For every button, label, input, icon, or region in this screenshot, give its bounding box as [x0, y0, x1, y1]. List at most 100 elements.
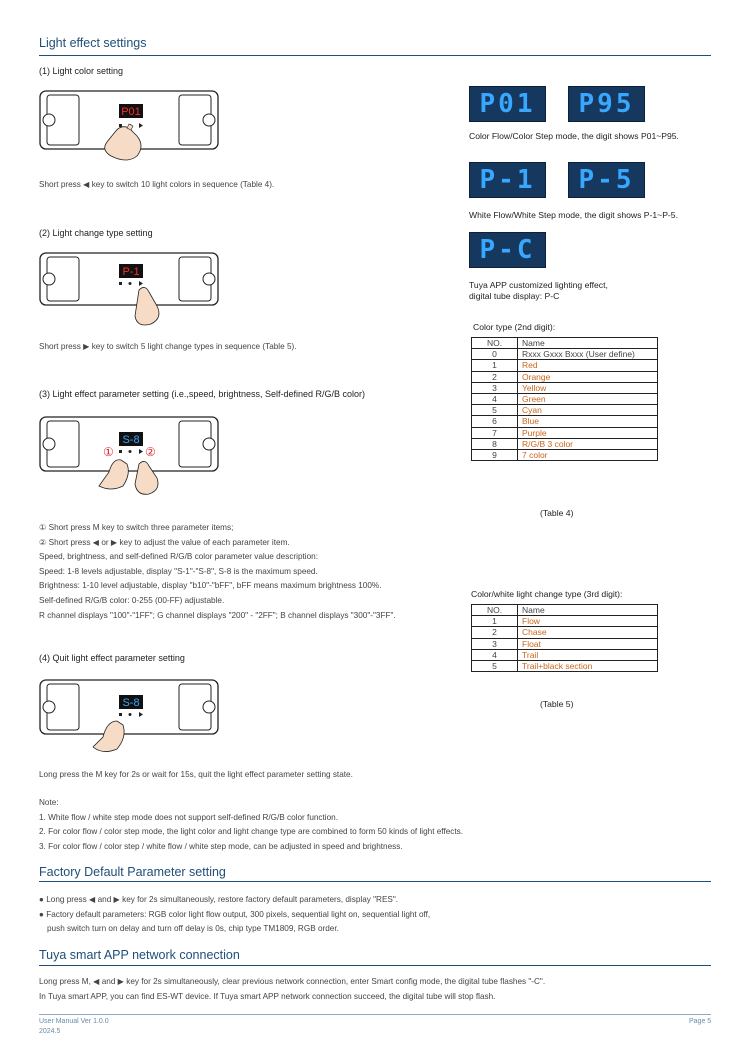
table-cell: Float [517, 637, 658, 650]
note-line: 1. White flow / white step mode does not… [39, 812, 338, 822]
white-mode-caption: White Flow/White Step mode, the digit sh… [469, 210, 678, 220]
table-cell: Cyan [517, 404, 658, 417]
table-cell: 6 [471, 415, 518, 428]
step3-line: R channel displays "100"-"1FF"; G channe… [39, 610, 396, 620]
table-cell: 5 [471, 660, 518, 673]
table-cell: Blue [517, 415, 658, 428]
table-cell: 4 [471, 393, 518, 406]
tuya-network-text: Long press M, ◀ and ▶ key for 2s simulta… [39, 975, 545, 1004]
led-display-p95: P95 [568, 86, 645, 122]
section-rule [39, 55, 711, 56]
bullet-item: ● Factory default parameters: RGB color … [39, 909, 431, 919]
step4-heading: (4) Quit light effect parameter setting [39, 653, 185, 663]
marker-1: ① [103, 445, 114, 459]
step3-line: Speed, brightness, and self-defined R/G/… [39, 552, 318, 562]
device-display: S-8 [122, 697, 139, 709]
tuya-caption-line: Tuya APP customized lighting effect, [469, 280, 608, 290]
table5-caption: (Table 5) [540, 699, 574, 709]
bullet-text: Long press ◀ and ▶ key for 2s simultaneo… [46, 895, 399, 904]
table-cell: 0 [471, 348, 518, 361]
footer-date: 2024.5 [39, 1028, 61, 1035]
table-cell: Trail [517, 648, 658, 662]
table-header-cell: Name [517, 336, 658, 350]
table-cell: 1 [471, 615, 518, 628]
step1-heading: (1) Light color setting [39, 66, 124, 76]
note-line: 2. For color flow / color step mode, the… [39, 827, 464, 837]
controller-device-image-2: P-1 [39, 250, 219, 330]
table-cell: 9 [471, 449, 518, 462]
table-cell: 3 [471, 381, 518, 395]
table-cell: 7 [471, 426, 518, 439]
table-cell: Purple [517, 426, 658, 439]
controller-device-image-3: S-8 ① ② [39, 414, 219, 498]
table5-title: Color/white light change type (3rd digit… [471, 589, 623, 599]
table-cell: 7 color [517, 449, 658, 462]
footer-page-number: Page 5 [689, 1018, 712, 1025]
tuya-line: Long press M, ◀ and ▶ key for 2s simulta… [39, 977, 546, 986]
table-cell: Red [517, 359, 658, 372]
device-display: P01 [121, 106, 141, 118]
note-line: 3. For color flow / color step / white f… [39, 841, 403, 851]
table4-caption: (Table 4) [540, 508, 574, 518]
table-header-row: NO. Name [471, 603, 658, 617]
led-display-p-1: P-1 [469, 162, 546, 198]
table-cell: 8 [471, 437, 518, 451]
table-cell: 1 [471, 359, 518, 372]
section-rule [39, 881, 711, 882]
color-mode-caption: Color Flow/Color Step mode, the digit sh… [469, 131, 679, 141]
table-cell: 2 [471, 626, 518, 639]
section-title-tuya: Tuya smart APP network connection [39, 948, 240, 962]
step2-text: Short press ▶ key to switch 5 light chan… [39, 342, 297, 351]
table-header-cell: NO. [471, 336, 518, 350]
led-display-p01: P01 [469, 86, 546, 122]
table-cell: 4 [471, 648, 518, 662]
tuya-caption: Tuya APP customized lighting effect, dig… [469, 280, 608, 302]
table-cell: 3 [471, 637, 518, 650]
step3-description: ① Short press M key to switch three para… [39, 521, 396, 623]
table-cell: Yellow [517, 381, 658, 395]
controller-device-image-4: S-8 [39, 677, 219, 761]
step3-line: Brightness: 1-10 level adjustable, displ… [39, 581, 382, 591]
controller-device-image-1: P01 [39, 88, 219, 170]
footer-rule [39, 1014, 711, 1015]
table-cell: Chase [517, 626, 658, 639]
step2-heading: (2) Light change type setting [39, 228, 153, 238]
note-title: Note: [39, 798, 59, 807]
section-rule [39, 965, 711, 966]
tuya-caption-line: digital tube display: P-C [469, 291, 560, 301]
bullet-item: ● Long press ◀ and ▶ key for 2s simultan… [39, 895, 399, 904]
table-cell: Rxxx Gxxx Bxxx (User define) [517, 348, 658, 361]
table-cell: Green [517, 393, 658, 406]
table-cell: 5 [471, 404, 518, 417]
bullet-continuation: push switch turn on delay and turn off d… [47, 924, 339, 934]
step3-line: Speed: 1-8 levels adjustable, display "S… [39, 566, 318, 576]
step3-line: ① Short press M key to switch three para… [39, 523, 234, 532]
tuya-line: In Tuya smart APP, you can find ES-WT de… [39, 991, 496, 1001]
factory-default-text: ● Long press ◀ and ▶ key for 2s simultan… [39, 893, 430, 937]
table4-title: Color type (2nd digit): [473, 322, 556, 332]
table-header-row: NO. Name [471, 336, 658, 350]
step3-line: ② Short press ◀ or ▶ key to adjust the v… [39, 537, 290, 547]
led-display-p-5: P-5 [568, 162, 645, 198]
step1-text: Short press ◀ key to switch 10 light col… [39, 180, 275, 189]
marker-2: ② [145, 445, 156, 459]
table-cell: Flow [517, 615, 658, 628]
step3-line: Self-defined R/G/B color: 0-255 (00-FF) … [39, 595, 225, 605]
table-header-cell: Name [517, 603, 658, 617]
table-cell: Orange [517, 370, 658, 383]
